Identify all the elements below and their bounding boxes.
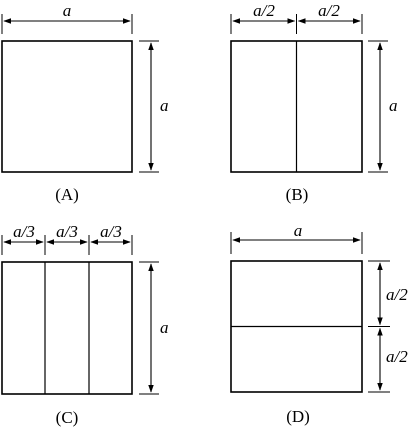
panel-caption: (A) <box>55 185 79 204</box>
panel-caption: (D) <box>286 407 310 426</box>
square-c <box>1 261 133 395</box>
panel-caption: (B) <box>286 185 309 204</box>
panel-caption: (C) <box>56 408 79 427</box>
third-width-dimension-label: a/3 <box>100 222 122 241</box>
third-width-dimension-label: a/3 <box>56 222 78 241</box>
half-width-dimension-label: a/2 <box>253 1 275 20</box>
third-width-dimension-label: a/3 <box>13 222 35 241</box>
panel-a: a a (A) <box>1 1 169 204</box>
width-dimension-label: a <box>294 221 303 240</box>
height-dimension-label: a <box>389 96 398 115</box>
panel-b: a/2 a/2 a (B) <box>230 1 398 204</box>
square-a <box>1 40 133 173</box>
height-dimension-label: a <box>160 96 169 115</box>
half-height-dimension-label: a/2 <box>386 285 408 304</box>
half-height-dimension-label: a/2 <box>386 347 408 366</box>
height-dimension-label: a <box>160 318 169 337</box>
panel-c: a/3 a/3 a/3 a (C) <box>1 222 169 427</box>
half-width-dimension-label: a/2 <box>318 1 340 20</box>
panel-d: a a/2 a/2 (D) <box>230 221 408 426</box>
width-dimension-label: a <box>63 1 72 20</box>
